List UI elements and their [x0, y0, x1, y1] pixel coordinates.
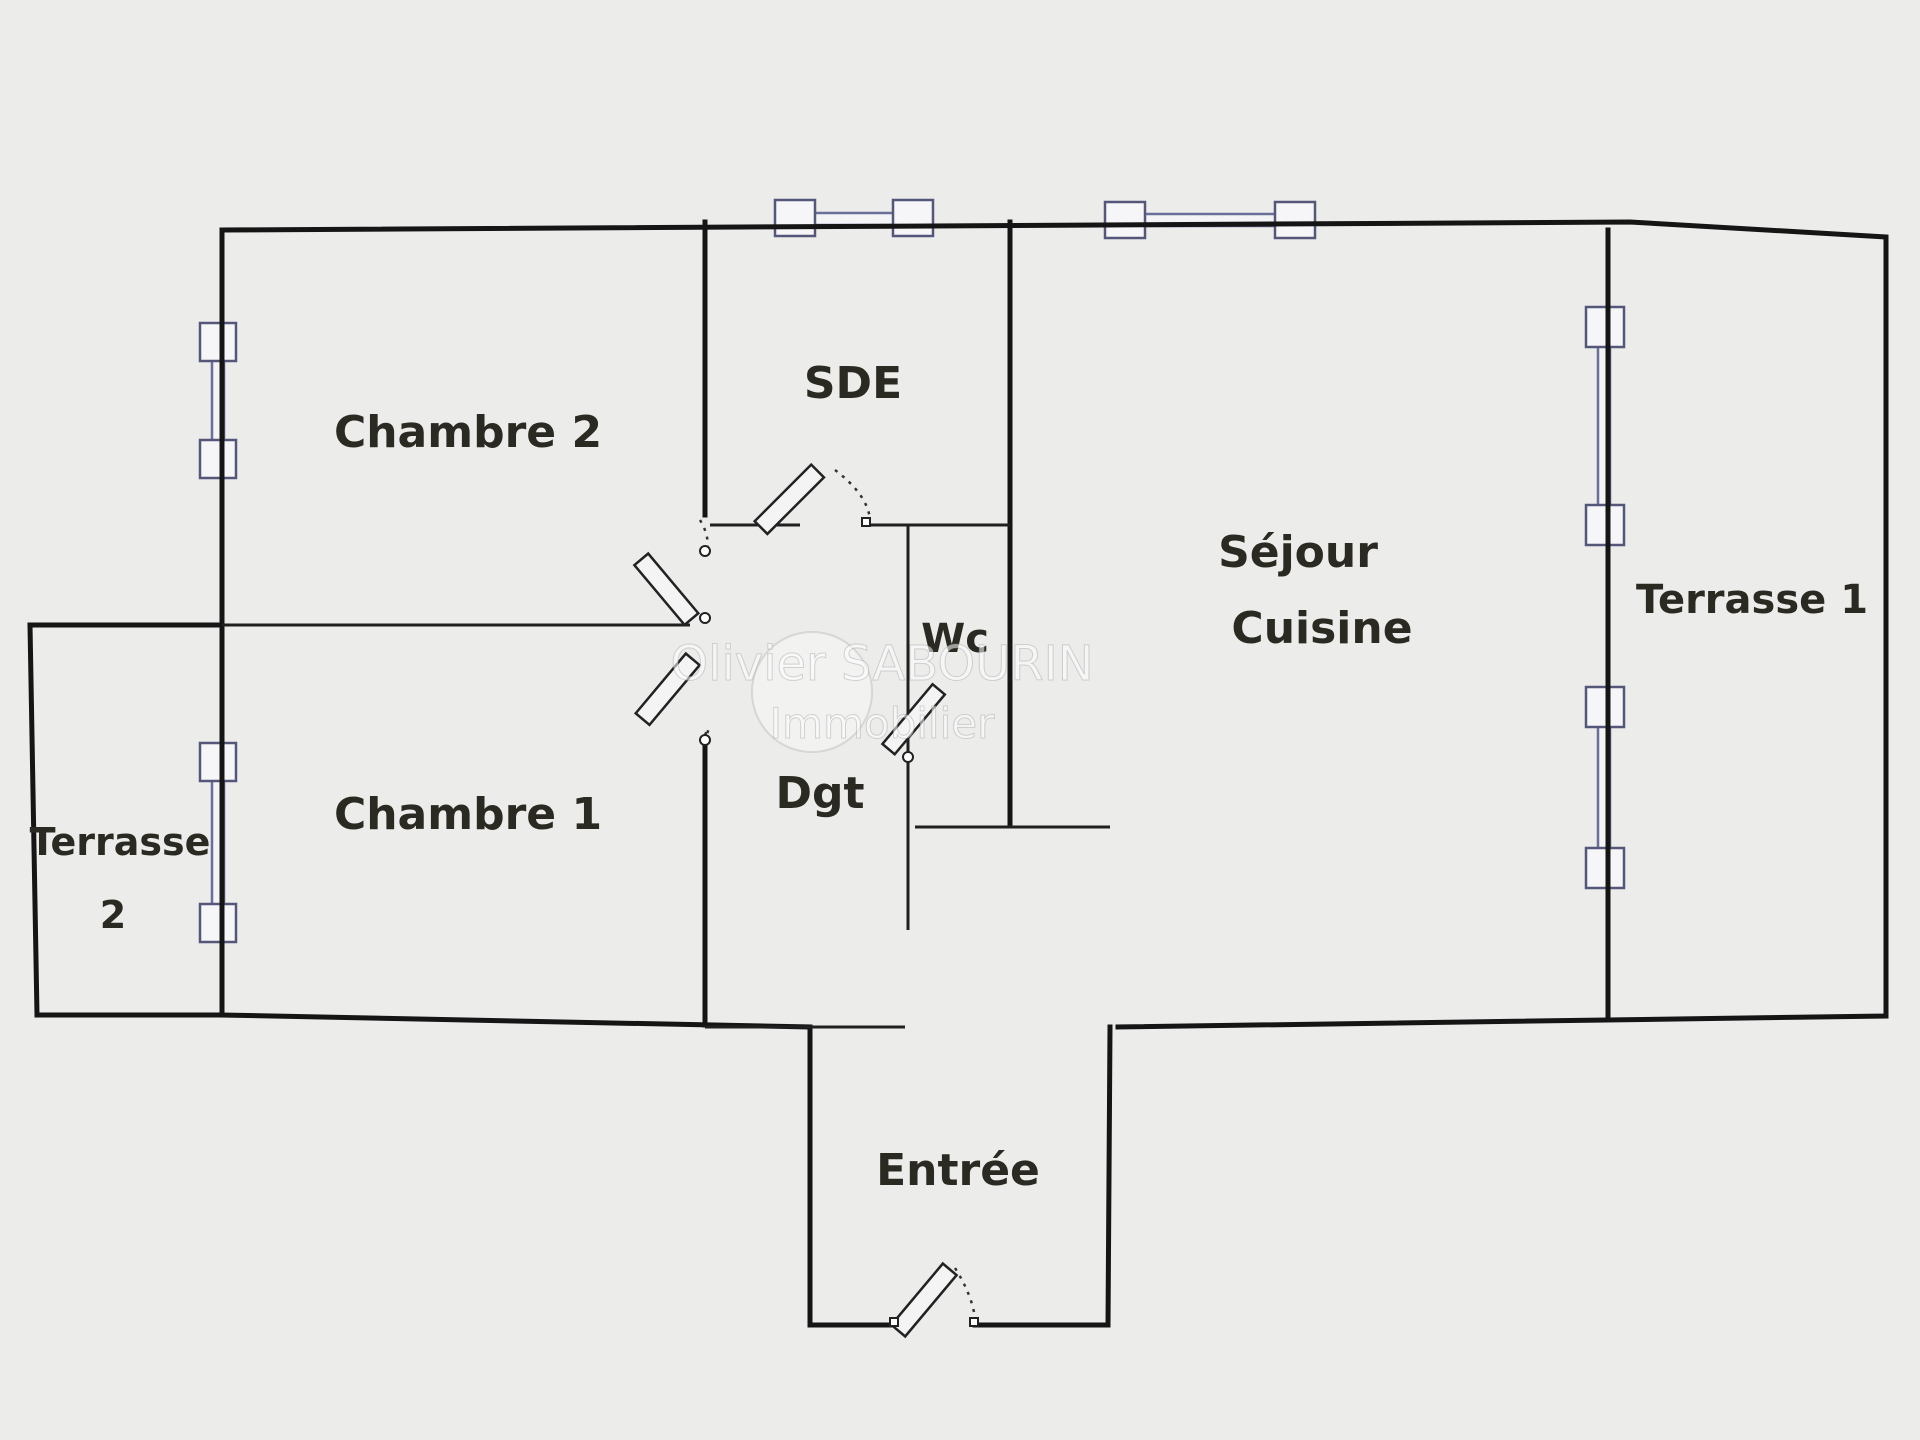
- label-sejour: Séjour: [1218, 527, 1378, 578]
- label-terrasse1: Terrasse 1: [1636, 577, 1868, 623]
- label-chambre1: Chambre 1: [334, 789, 602, 840]
- window-sejour-top: [1103, 200, 1317, 240]
- watermark-line2: Immobilier: [770, 699, 995, 748]
- label-terrasse2: Terrasse: [30, 820, 211, 864]
- door-entree: [889, 1261, 979, 1339]
- wall-entree: [972, 1024, 1113, 1328]
- door-wc: [880, 682, 947, 763]
- label-cuisine: Cuisine: [1231, 603, 1412, 654]
- label-dgt: Dgt: [775, 768, 864, 819]
- watermark-line1: Olivier SABOURIN: [670, 636, 1093, 692]
- wall-bottom: [219, 1012, 893, 1328]
- label-terrasse2-number: 2: [100, 893, 126, 937]
- door-chambre1: [633, 651, 711, 746]
- wall-terrasse2: [27, 622, 225, 1018]
- label-entree: Entrée: [876, 1145, 1040, 1196]
- label-chambre2: Chambre 2: [334, 407, 602, 458]
- door-sde: [752, 462, 872, 536]
- window-terrasse1-upper: [1584, 305, 1626, 547]
- label-wc: Wc: [921, 616, 989, 662]
- wall-top: [219, 219, 1889, 1030]
- label-sde: SDE: [804, 358, 902, 409]
- watermark: Olivier SABOURIN Immobilier: [670, 631, 1094, 753]
- door-chambre2: [632, 519, 711, 627]
- window-sde-top: [773, 198, 935, 238]
- window-chambre2: [198, 321, 238, 480]
- window-terrasse1-lower: [1584, 685, 1626, 890]
- walls: [27, 219, 1889, 1328]
